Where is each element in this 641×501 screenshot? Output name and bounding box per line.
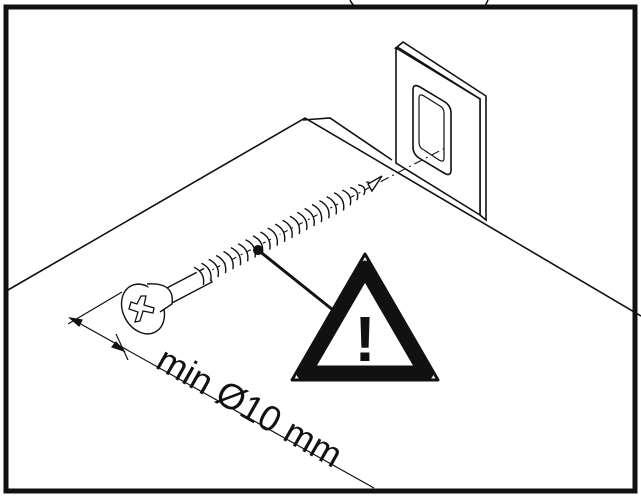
thread-turn	[267, 227, 279, 246]
warning-exclamation: !	[354, 303, 375, 375]
thread-turn	[349, 186, 359, 201]
thread-turn	[274, 223, 286, 242]
leader-line	[257, 248, 334, 312]
thread-turn	[208, 258, 220, 278]
diagram-frame	[3, 4, 638, 494]
thread-turn	[230, 246, 242, 266]
thread-turn	[193, 266, 205, 286]
warning-triangle-icon: !	[290, 252, 440, 382]
phillips-cross-icon	[128, 295, 155, 323]
thread-turn	[223, 250, 234, 270]
thread-turn	[215, 254, 227, 274]
thread-turn	[260, 231, 271, 250]
wall-surface	[7, 117, 641, 317]
thread-turn	[319, 199, 330, 219]
thread-turn	[358, 184, 366, 196]
thread-turn	[304, 207, 315, 227]
screw-threads	[193, 181, 373, 286]
thread-turn	[311, 203, 323, 223]
thread-turn	[282, 219, 293, 239]
thread-turn	[296, 211, 308, 231]
mounting-bracket	[393, 41, 487, 222]
thread-turn	[326, 196, 338, 215]
dimension-marker	[67, 291, 375, 489]
thread-turn	[341, 189, 352, 206]
top-tab	[349, 0, 489, 9]
screw	[120, 175, 383, 335]
thread-turn	[201, 262, 212, 282]
thread-turn	[245, 239, 256, 258]
thread-turn	[333, 192, 345, 211]
thread-turn	[237, 243, 249, 262]
thread-turn	[289, 215, 301, 235]
